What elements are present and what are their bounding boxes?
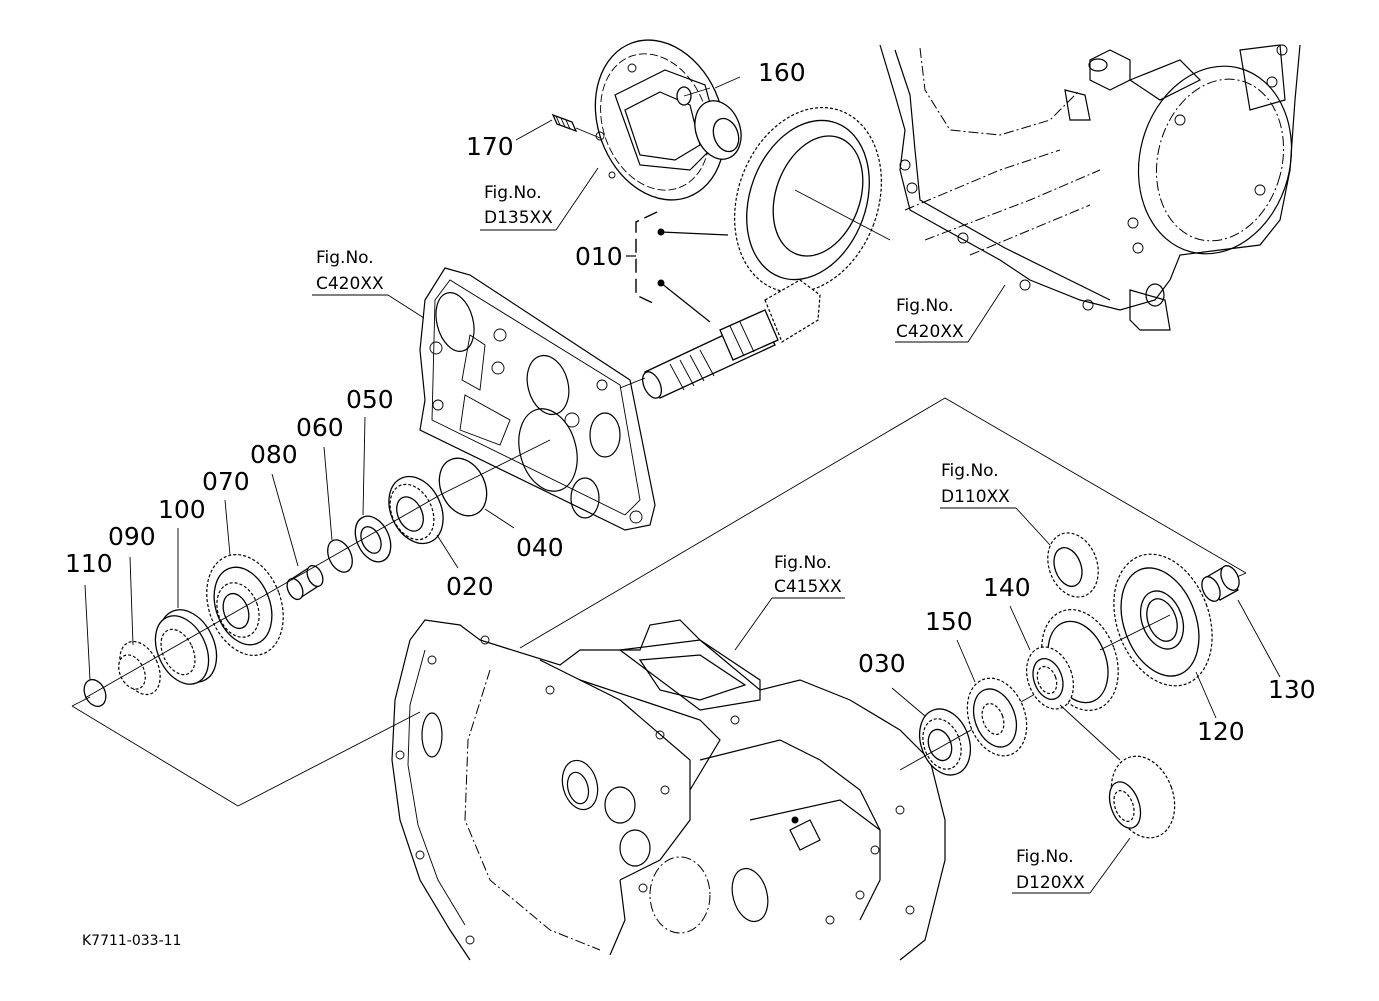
- bearing-020: [388, 475, 444, 545]
- washer-050: [354, 515, 392, 563]
- fig-ref-d135xx-line1: Fig.No.: [484, 183, 542, 203]
- transmission-case-front: [391, 619, 946, 961]
- transmission-center-plate: [419, 267, 656, 531]
- fig-ref-d135xx-line2: D135XX: [484, 208, 553, 228]
- gear-150: [966, 677, 1028, 757]
- snap-ring-110: [83, 678, 107, 708]
- fig-ref-d120xx-line1: Fig.No.: [1016, 847, 1074, 867]
- callout-020: 020: [446, 572, 494, 601]
- fig-ref-c415xx-line1: Fig.No.: [774, 553, 832, 573]
- fig-ref-c420xx-right-line2: C420XX: [896, 322, 964, 342]
- gear-d110xx: [1047, 532, 1099, 598]
- transmission-housing-rear: [879, 44, 1301, 331]
- callout-100: 100: [158, 495, 206, 524]
- bevel-pinion-shaft: [619, 279, 821, 399]
- callout-150: 150: [925, 607, 973, 636]
- fig-ref-d110xx-line1: Fig.No.: [941, 461, 999, 481]
- needle-bearing-080: [286, 564, 324, 601]
- bolt-170: [551, 113, 601, 139]
- callout-170: 170: [466, 132, 514, 161]
- differential-case: [594, 39, 742, 201]
- callout-030: 030: [858, 649, 906, 678]
- callout-040: 040: [516, 533, 564, 562]
- callout-010: 010: [575, 242, 623, 271]
- callout-labels: 010 020 030 040 050 060 070 080 090 100 …: [65, 58, 1316, 746]
- fig-ref-c415xx-line2: C415XX: [774, 577, 842, 597]
- callout-080: 080: [250, 440, 298, 469]
- fig-ref-c420xx-left-line1: Fig.No.: [316, 248, 374, 268]
- callout-120: 120: [1197, 717, 1245, 746]
- leader-lines: [84, 76, 1281, 894]
- callout-090: 090: [108, 522, 156, 551]
- callout-160: 160: [758, 58, 806, 87]
- gear-d120xx: [1108, 755, 1176, 839]
- figure-references: Fig.No. D135XX Fig.No. C420XX Fig.No. C4…: [316, 183, 1085, 893]
- gasket-040: [438, 457, 488, 517]
- fig-ref-d110xx-line2: D110XX: [941, 487, 1010, 507]
- callout-060: 060: [296, 413, 344, 442]
- callout-070: 070: [202, 467, 250, 496]
- fig-ref-d120xx-line2: D120XX: [1016, 873, 1085, 893]
- callout-050: 050: [346, 385, 394, 414]
- callout-140: 140: [983, 573, 1031, 602]
- bearing-030: [918, 708, 972, 776]
- snap-ring-060: [327, 539, 353, 573]
- gear-140: [1026, 609, 1119, 711]
- shift-sleeve-100: [154, 609, 218, 685]
- fig-ref-c420xx-left-line2: C420XX: [316, 274, 384, 294]
- drawing-code: K7711-033-11: [82, 933, 181, 949]
- needle-bearing-130: [1201, 565, 1240, 602]
- synchro-hub-090: [118, 640, 161, 696]
- callout-130: 130: [1268, 675, 1316, 704]
- callout-110: 110: [65, 549, 113, 578]
- callout-010-bracket: [626, 211, 729, 323]
- bevel-ring-gear: [734, 106, 891, 294]
- gear-120: [1113, 553, 1213, 687]
- fig-ref-c420xx-right-line1: Fig.No.: [896, 296, 954, 316]
